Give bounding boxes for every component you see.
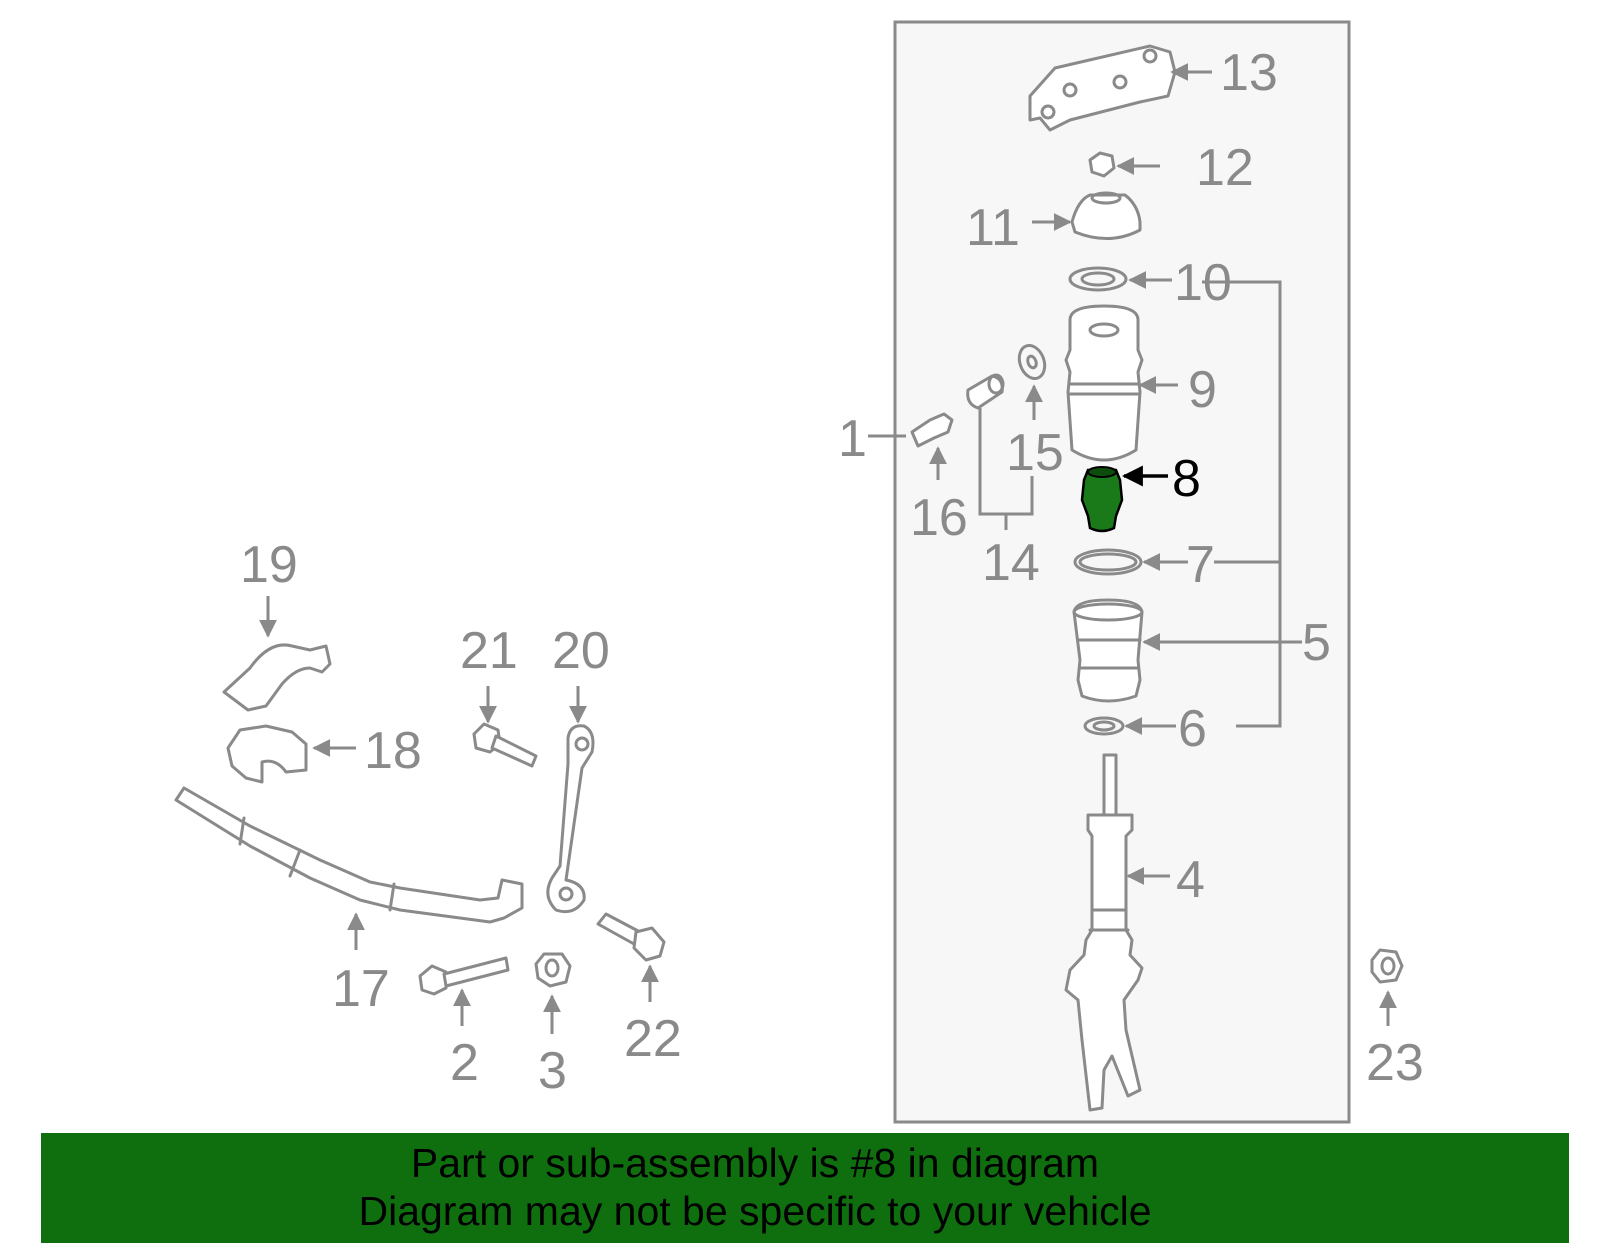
part-17-stabilizer-bar (174, 786, 524, 924)
label-3: 3 (538, 1042, 567, 1100)
label-21: 21 (460, 622, 518, 680)
label-9: 9 (1188, 361, 1217, 419)
part-1-sensor (910, 412, 954, 448)
label-5: 5 (1302, 614, 1331, 672)
caption-line-2: Diagram may not be specific to your vehi… (358, 1188, 1152, 1234)
label-13: 13 (1220, 44, 1278, 102)
part-4-shock-absorber (1064, 753, 1144, 1112)
label-17: 17 (332, 960, 390, 1018)
part-12-nut (1088, 151, 1116, 178)
part-10-washer (1068, 266, 1128, 292)
caption-line-1: Part or sub-assembly is #8 in diagram (410, 1140, 1100, 1186)
part-3-nut (534, 952, 572, 988)
label-20: 20 (552, 622, 610, 680)
label-16: 16 (910, 489, 968, 547)
part-5-dust-boot (1072, 598, 1144, 703)
label-2: 2 (450, 1034, 479, 1092)
part-21-bolt (472, 722, 538, 768)
part-8-bump-stop (1080, 466, 1124, 533)
part-20-stabilizer-link (546, 724, 595, 914)
part-11-top-mount (1070, 191, 1142, 241)
caption-banner: Part or sub-assembly is #8 in diagram Di… (41, 1133, 1569, 1243)
label-8: 8 (1172, 450, 1201, 508)
part-2-bolt (418, 956, 510, 996)
part-23-nut (1370, 948, 1404, 984)
part-19-clamp (222, 643, 332, 712)
part-7-clamp (1073, 548, 1143, 576)
part-6-ring (1083, 716, 1125, 736)
part-9-air-spring (1064, 304, 1144, 462)
label-22: 22 (624, 1010, 682, 1068)
label-19: 19 (240, 536, 298, 594)
label-1: 1 (838, 410, 867, 468)
label-6: 6 (1178, 700, 1207, 758)
label-18: 18 (364, 722, 422, 780)
label-14: 14 (982, 534, 1040, 592)
part-18-bushing (226, 724, 308, 784)
label-4: 4 (1176, 851, 1205, 909)
part-13-upper-mount-bracket (1028, 44, 1177, 132)
label-23: 23 (1366, 1034, 1424, 1092)
label-11: 11 (966, 199, 1020, 257)
label-12: 12 (1196, 139, 1254, 197)
part-16-sleeve (966, 373, 1005, 410)
label-15: 15 (1006, 424, 1064, 482)
label-7: 7 (1186, 536, 1215, 594)
part-22-bolt (596, 912, 666, 962)
part-15-washer (1017, 344, 1047, 380)
